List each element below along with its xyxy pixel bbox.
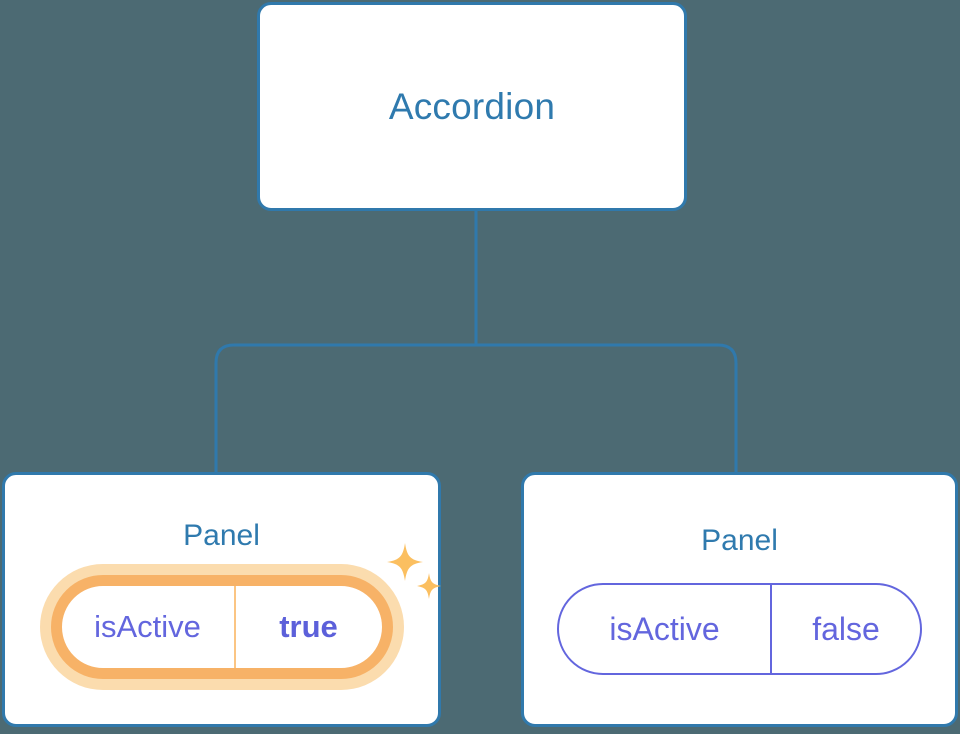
prop-pill-left-wrapper: isActive true: [39, 564, 404, 690]
node-panel-left[interactable]: Panel isActive true: [2, 472, 441, 727]
node-panel-left-title: Panel: [183, 519, 260, 552]
prop-value-left: true: [279, 609, 338, 644]
node-panel-right-title: Panel: [701, 524, 778, 557]
prop-key-right: isActive: [559, 585, 772, 673]
prop-pill-isactive-false[interactable]: isActive false: [557, 583, 922, 675]
prop-pill-right-wrapper: isActive false: [557, 556, 922, 675]
prop-value-right: false: [812, 610, 880, 647]
node-panel-right[interactable]: Panel isActive false: [521, 472, 958, 727]
prop-key-left: isActive: [62, 586, 236, 668]
prop-pill-isactive-true[interactable]: isActive true: [50, 575, 393, 679]
node-accordion-title: Accordion: [388, 86, 556, 127]
connector-branch: [214, 343, 738, 472]
node-accordion[interactable]: Accordion: [257, 2, 687, 211]
